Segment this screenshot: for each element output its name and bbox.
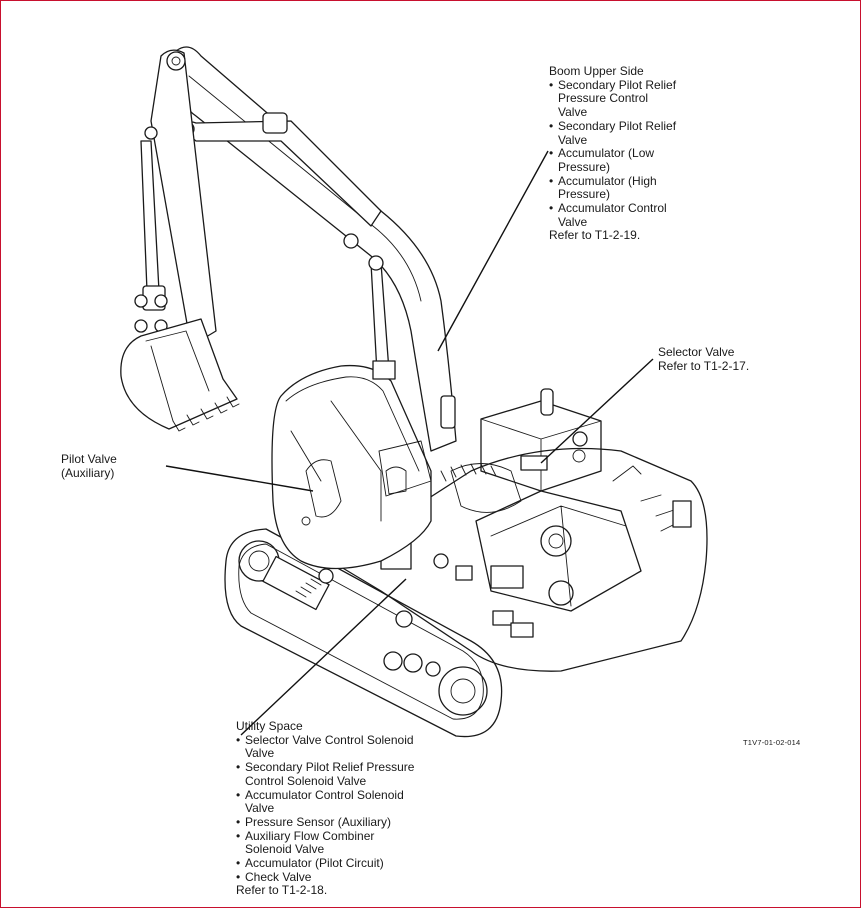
callout-selector-valve: Selector Valve Refer to T1-2-17. (658, 345, 750, 373)
callout-reference: Refer to T1-2-17. (658, 358, 750, 373)
leader-pilot-valve (165, 465, 314, 492)
list-item: •Check Valve (236, 869, 312, 884)
figure-code: T1V7-01-02-014 (743, 738, 801, 747)
callout-title: Boom Upper Side (549, 64, 644, 78)
callout-subtitle: (Auxiliary) (61, 465, 115, 480)
callout-utility-space: Utility Space •Selector Valve Control So… (236, 719, 415, 898)
leader-lines (165, 150, 654, 736)
operator-cab (271, 364, 432, 570)
list-item: •Pressure Sensor (Auxiliary) (236, 814, 392, 829)
list-item: •Accumulator (Pilot Circuit) (236, 856, 384, 871)
callout-reference: Refer to T1-2-18. (236, 883, 328, 898)
callout-title: Pilot Valve (61, 452, 117, 466)
leader-boom-upper-side (437, 150, 549, 352)
leader-selector-valve (540, 358, 654, 464)
callout-pilot-valve: Pilot Valve (Auxiliary) (61, 452, 117, 480)
callout-title: Selector Valve (658, 345, 735, 359)
callout-reference: Refer to T1-2-19. (549, 228, 641, 243)
callout-title: Utility Space (236, 719, 303, 733)
leader-utility-space (240, 578, 407, 736)
crawler-track (224, 528, 503, 738)
boom (120, 46, 457, 452)
